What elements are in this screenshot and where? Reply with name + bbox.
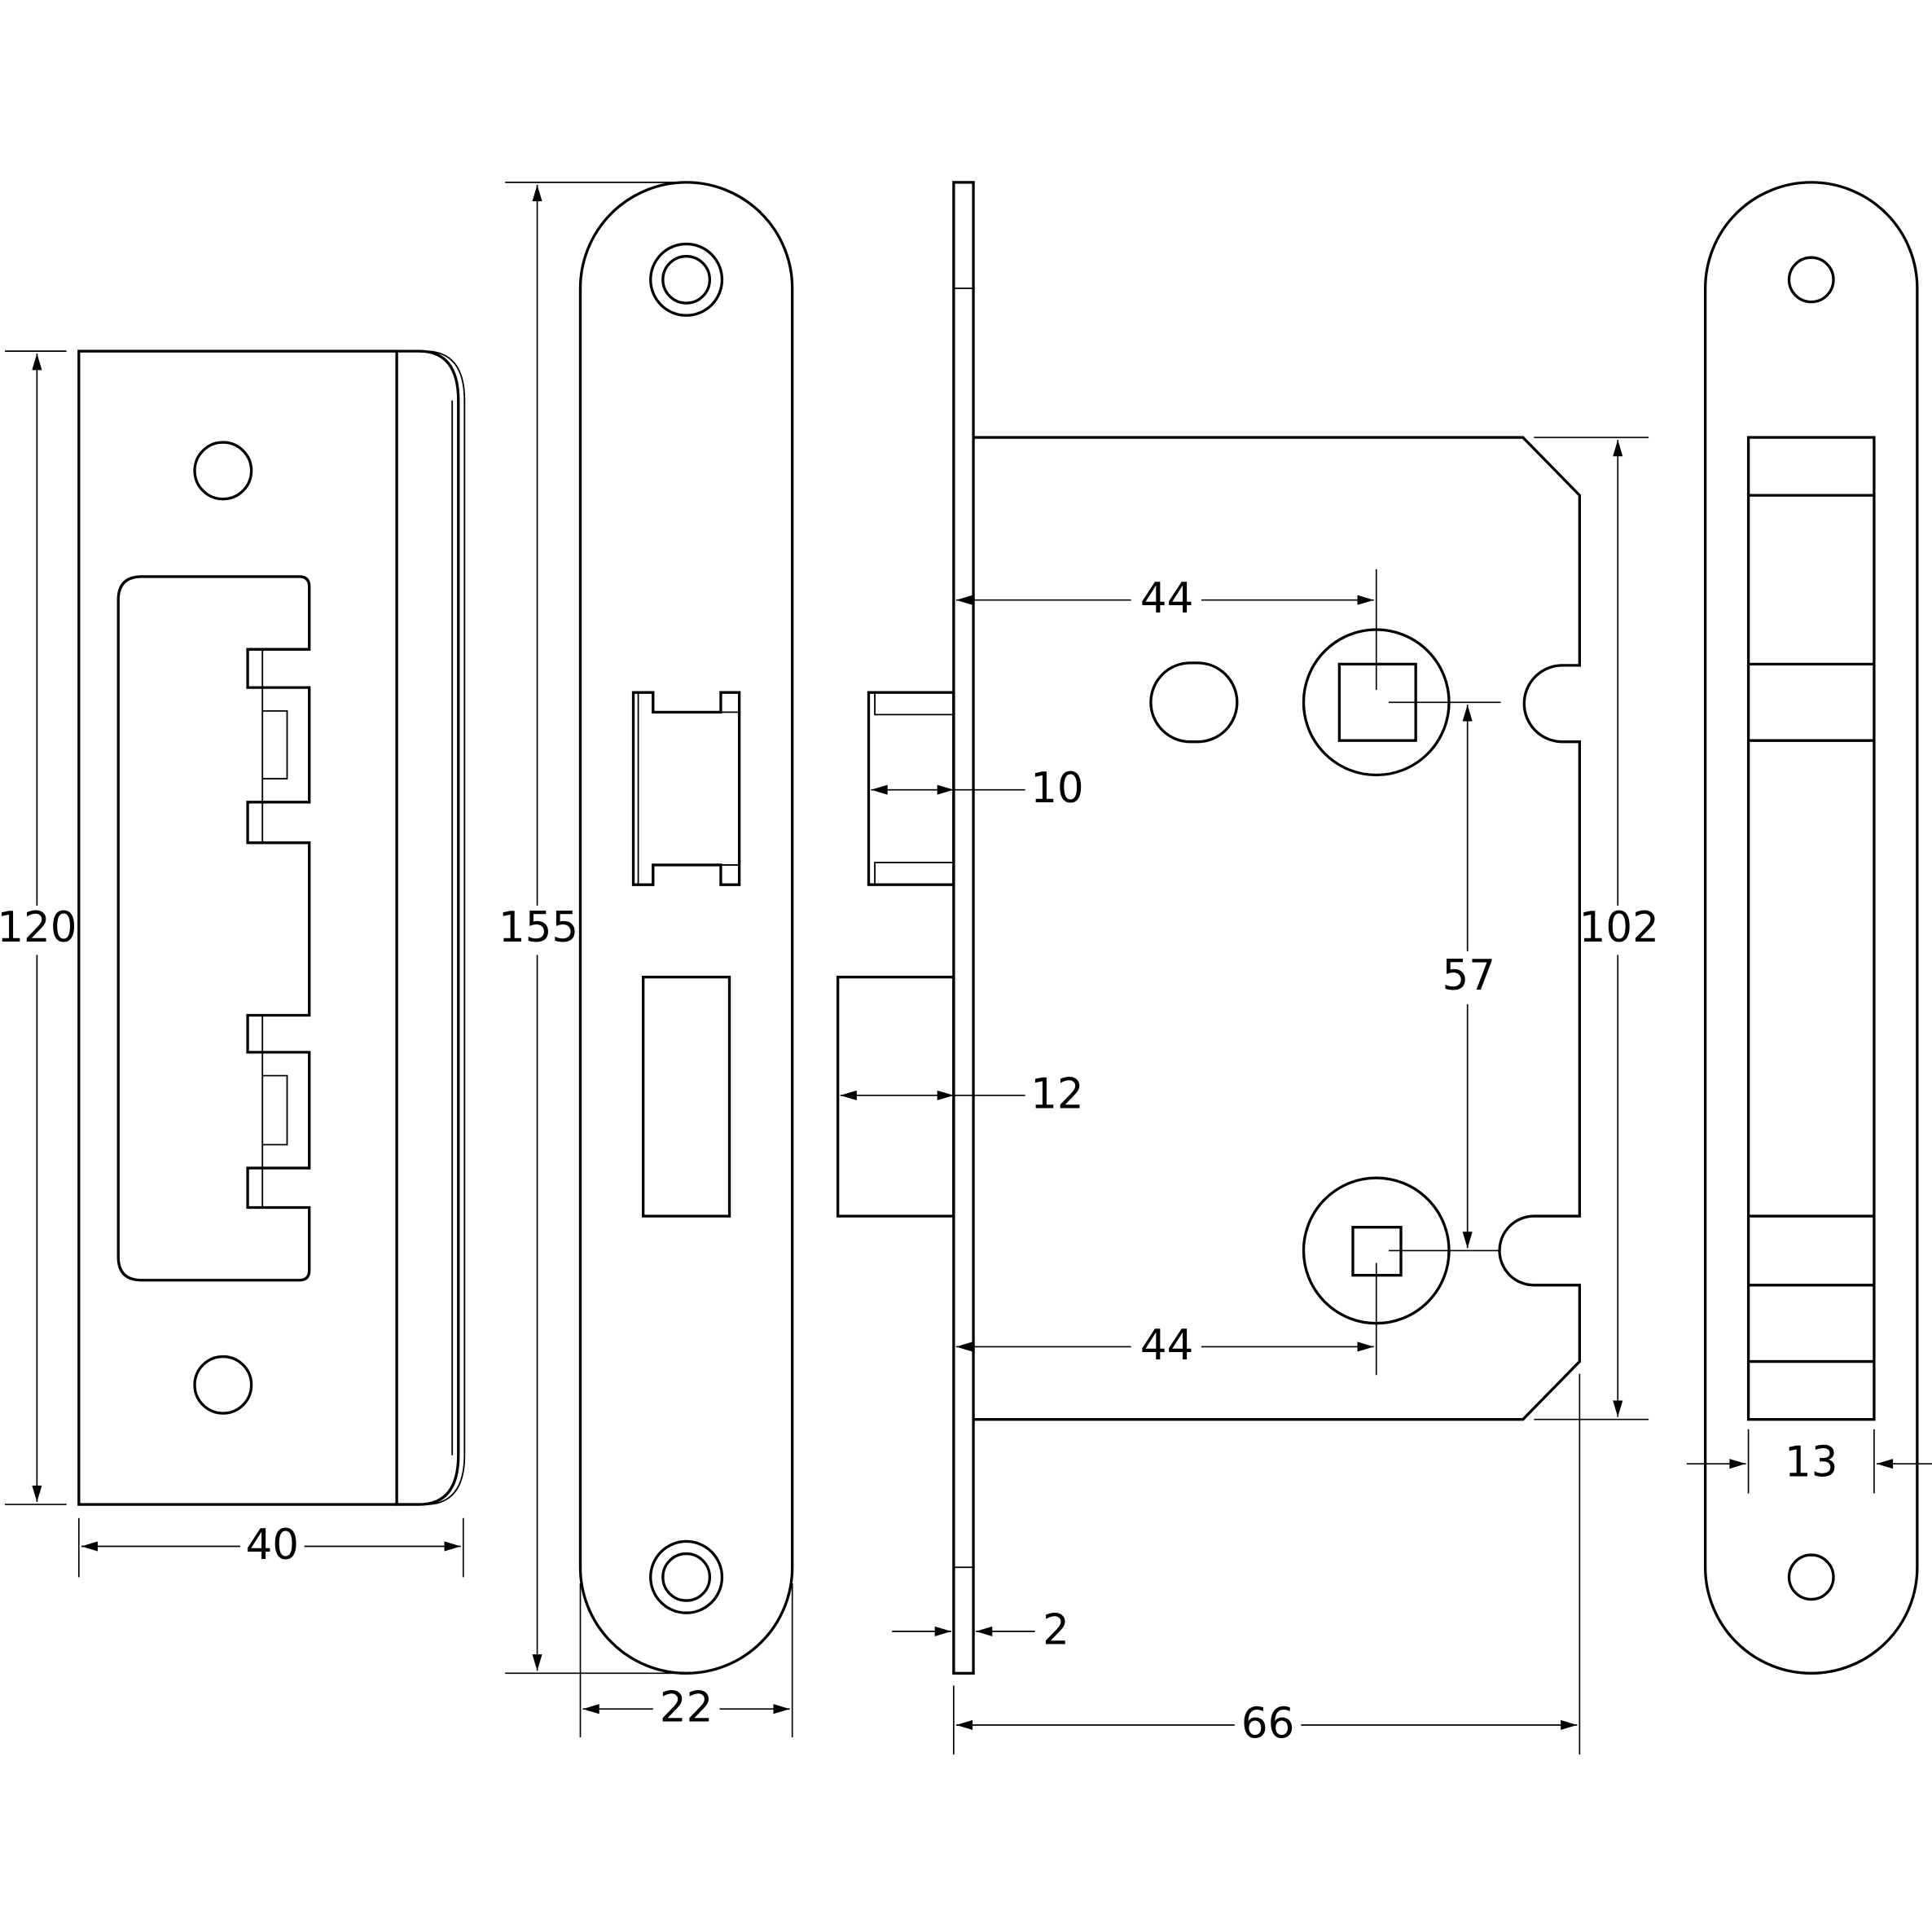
dim-case-thickness: 13 <box>1785 1438 1838 1487</box>
dim-case-height: 102 <box>1579 903 1659 952</box>
lock-case-side: 44 44 57 102 10 12 2 66 <box>836 181 1659 1755</box>
dim-backset-bottom: 44 <box>1140 1321 1193 1370</box>
strike-plate: 120 40 <box>0 349 466 1578</box>
dim-forend-width: 22 <box>660 1684 713 1732</box>
dim-forend-height: 155 <box>498 903 578 952</box>
dim-backset-top: 44 <box>1140 574 1193 623</box>
lock-rear: 13 <box>1686 181 1932 1675</box>
dim-forend-thickness: 2 <box>1043 1605 1069 1654</box>
dim-strike-width: 40 <box>246 1521 299 1570</box>
screw-hole-icon <box>193 1355 253 1415</box>
forend-front: 155 22 <box>498 181 794 1737</box>
screw-hole-icon <box>193 441 253 501</box>
dim-strike-height: 120 <box>0 903 77 952</box>
dim-case-depth: 66 <box>1241 1699 1294 1748</box>
dim-deadbolt: 12 <box>1030 1069 1083 1118</box>
dim-latch: 10 <box>1030 764 1083 813</box>
dim-centres: 57 <box>1442 951 1495 1000</box>
